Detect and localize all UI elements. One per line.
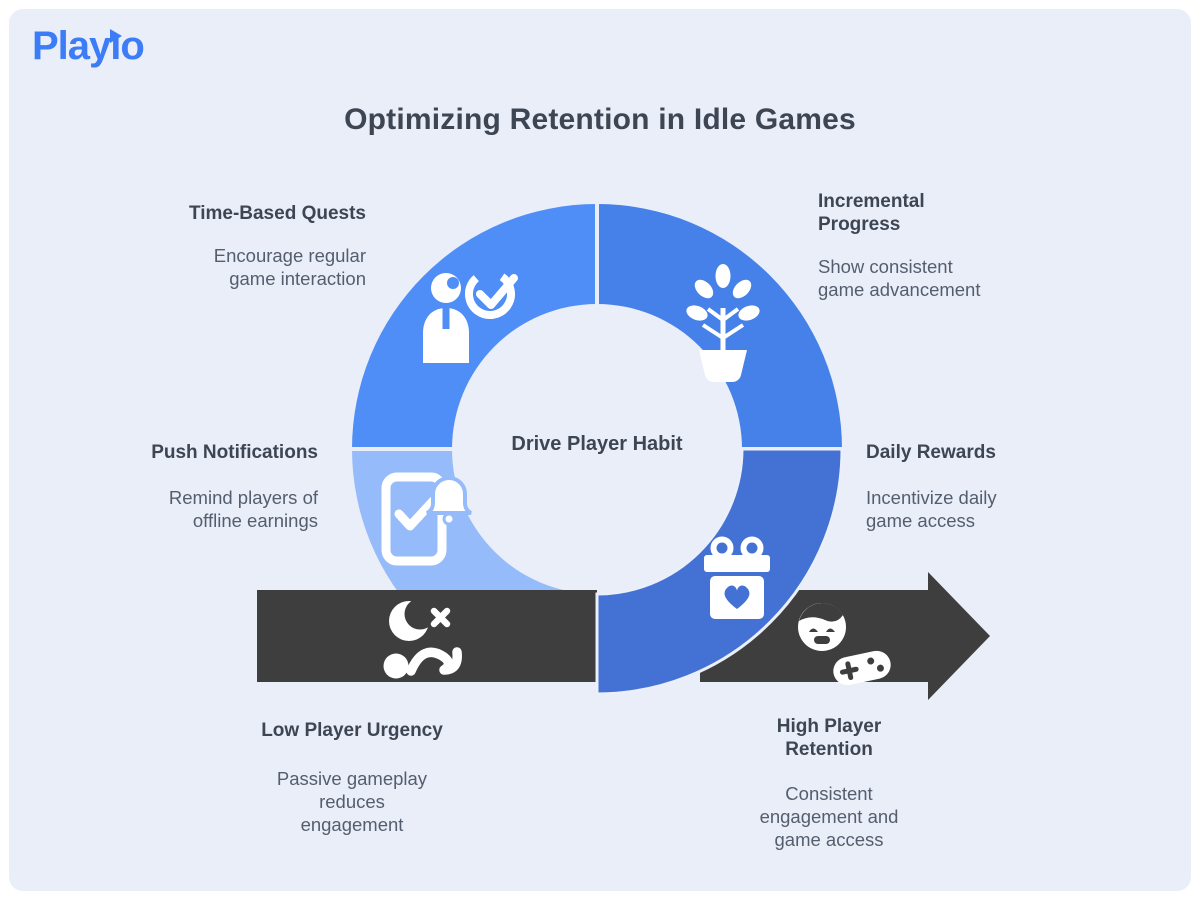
center-label: Drive Player Habit xyxy=(511,433,683,455)
label-incremental-progress: Incremental Progress Show consistent gam… xyxy=(818,191,1058,301)
phone-bell-icon xyxy=(381,472,472,566)
logo-text-i: ı xyxy=(110,24,121,68)
play-triangle-icon xyxy=(110,29,123,43)
segment-incremental-progress xyxy=(597,204,842,449)
segment-heading: Push Notifications xyxy=(151,442,318,463)
band-mask xyxy=(440,680,596,700)
label-push-notifications: Push Notifications Remind players of off… xyxy=(78,442,318,532)
logo-text-o: o xyxy=(120,24,144,68)
growth-plant-icon xyxy=(686,264,760,383)
segment-description: Show consistent game advancement xyxy=(818,255,981,300)
sleep-moon-icon xyxy=(383,598,462,679)
player-controller-icon xyxy=(798,603,891,686)
label-high-player-retention: High Player Retention Consistent engagem… xyxy=(727,716,931,851)
label-time-based-quests: Time-Based Quests Encourage regular game… xyxy=(126,203,366,290)
segment-description: Incentivize daily game access xyxy=(866,486,997,532)
segment-description: Remind players of offline earnings xyxy=(168,486,318,532)
segment-heading: Daily Rewards xyxy=(866,442,996,463)
segment-heading: Incremental Progress xyxy=(818,191,925,235)
flow-description: Consistent engagement and game access xyxy=(759,782,899,851)
gift-heart-icon xyxy=(704,536,770,619)
logo-text-play: Play xyxy=(32,24,111,68)
label-low-player-urgency: Low Player Urgency Passive gameplay redu… xyxy=(240,720,464,837)
flow-description: Passive gameplay reduces engagement xyxy=(276,767,428,836)
label-daily-rewards: Daily Rewards Incentivize daily game acc… xyxy=(866,442,1106,532)
flow-heading: High Player Retention xyxy=(776,716,882,760)
segment-time-based-quests xyxy=(352,204,597,449)
arrowhead xyxy=(928,572,990,700)
flow-heading: Low Player Urgency xyxy=(261,720,443,741)
background-panel xyxy=(9,9,1191,891)
person-check-icon xyxy=(423,269,518,363)
page-title: Optimizing Retention in Idle Games xyxy=(344,103,856,136)
segment-heading: Time-Based Quests xyxy=(188,203,366,224)
segment-description: Encourage regular game interaction xyxy=(213,244,366,290)
